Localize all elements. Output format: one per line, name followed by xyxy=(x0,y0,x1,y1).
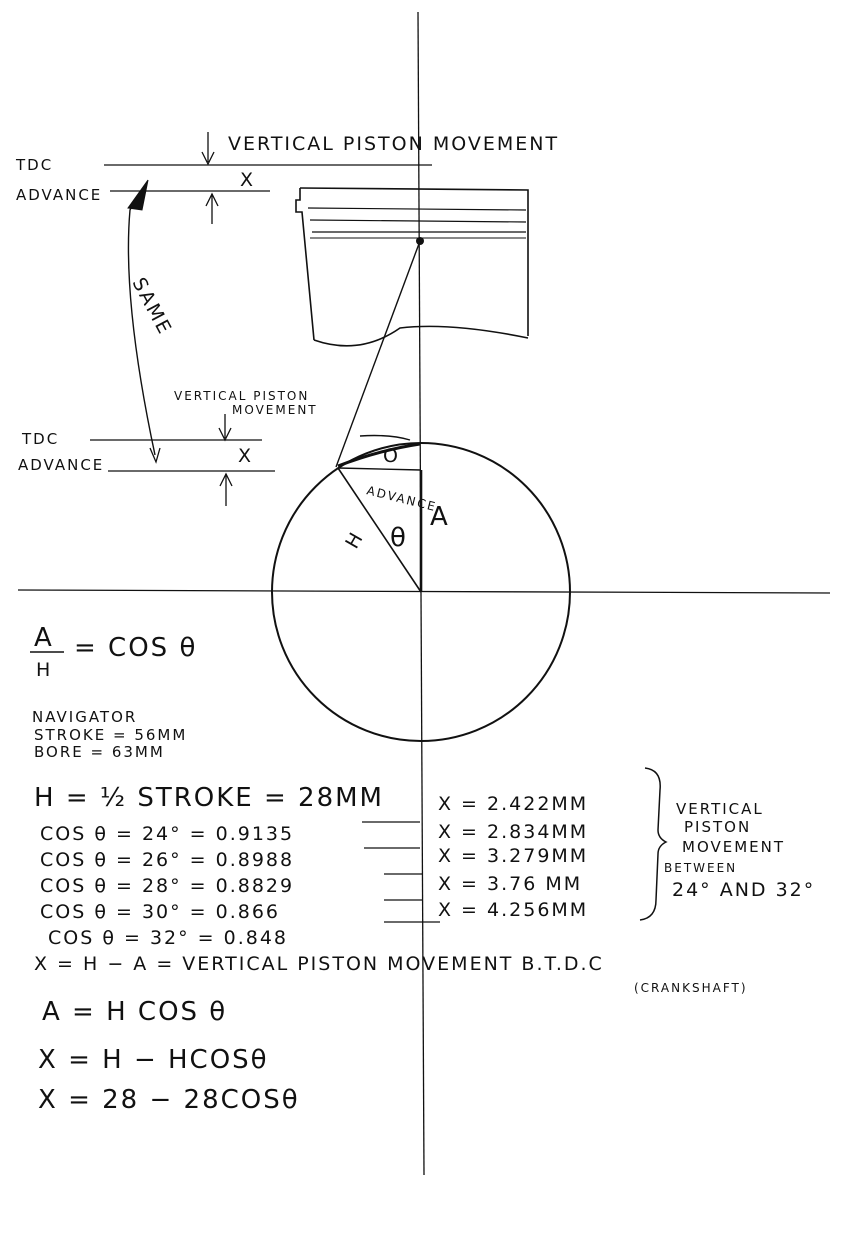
same-label: SAME xyxy=(128,274,176,339)
tdc-top-label: TDC xyxy=(15,156,53,174)
advance-arc xyxy=(337,442,421,468)
cos-row-4: COS θ = 30° = 0.866 xyxy=(40,901,280,923)
x-top-label: X xyxy=(240,169,255,191)
x-row-4: X = 3.76 MM xyxy=(438,873,582,895)
engine-stroke: STROKE = 56MM xyxy=(34,726,187,744)
brace-note-5: 24° AND 32° xyxy=(672,879,815,901)
brace xyxy=(639,767,668,921)
fraction-denominator: H xyxy=(36,659,52,681)
equation-x1: X = H − HCOSθ xyxy=(38,1045,269,1075)
arrow-top-down-head xyxy=(201,151,215,166)
crank-throw xyxy=(337,467,422,593)
horizontal-axis xyxy=(17,589,831,594)
leader-dashes xyxy=(362,821,440,923)
vertical-axis xyxy=(417,11,425,1176)
crankshaft-note: (CRANKSHAFT) xyxy=(634,981,748,995)
x-row-5: X = 4.256MM xyxy=(438,899,588,921)
x-row-2: X = 2.834MM xyxy=(438,821,588,843)
equation-a: A = H COS θ xyxy=(42,997,227,1027)
arrow-top-up-head xyxy=(205,192,219,207)
cos-row-5: COS θ = 32° = 0.848 xyxy=(48,927,288,949)
engine-name: NAVIGATOR xyxy=(32,708,137,726)
piston xyxy=(295,187,529,347)
same-arrowhead-bottom xyxy=(149,447,161,464)
same-arrowhead-top xyxy=(127,179,149,211)
x-definition: X = H − A = VERTICAL PISTON MOVEMENT B.T… xyxy=(34,953,604,975)
x-row-1: X = 2.422MM xyxy=(438,793,588,815)
cos-row-3: COS θ = 28° = 0.8829 xyxy=(40,875,294,897)
theta-label: θ xyxy=(390,523,408,553)
vertical-piston-mid-label: VERTICAL PISTON xyxy=(174,389,309,403)
x-row-3: X = 3.279MM xyxy=(438,845,588,867)
tdc-advance-line xyxy=(337,467,422,471)
brace-note-4: BETWEEN xyxy=(664,861,737,875)
brace-note-2: PISTON xyxy=(684,818,751,836)
h-equation: H = ½ STROKE = 28MM xyxy=(34,783,384,813)
a-label: A xyxy=(430,502,450,532)
equation-x2: X = 28 − 28COSθ xyxy=(38,1085,300,1115)
angle-arc-top xyxy=(359,434,411,441)
cos-row-2: COS θ = 26° = 0.8988 xyxy=(40,849,294,871)
vertical-piston-movement-top-label: VERTICAL PISTON MOVEMENT xyxy=(228,133,559,155)
o-label: O xyxy=(383,445,400,467)
x-mid-label: X xyxy=(238,445,253,467)
tdc-mid-label: TDC xyxy=(21,430,59,448)
arrow-mid-up-head xyxy=(219,472,233,487)
advance-mid-label: ADVANCE xyxy=(18,456,104,474)
fraction-rhs: = COS θ xyxy=(74,633,197,663)
advance-angle-label: ADVANCE xyxy=(365,483,438,514)
arrow-mid-down-head xyxy=(218,427,232,442)
crank-circle xyxy=(271,442,571,742)
brace-note-1: VERTICAL xyxy=(676,800,764,818)
h-label: H xyxy=(341,527,368,552)
brace-note-3: MOVEMENT xyxy=(682,838,785,856)
connecting-rod xyxy=(335,240,421,468)
engine-bore: BORE = 63MM xyxy=(34,743,165,761)
cos-row-1: COS θ = 24° = 0.9135 xyxy=(40,823,294,845)
advance-top-label: ADVANCE xyxy=(16,186,102,204)
fraction-numerator: A xyxy=(34,623,54,653)
movement-mid-label: MOVEMENT xyxy=(232,403,318,417)
